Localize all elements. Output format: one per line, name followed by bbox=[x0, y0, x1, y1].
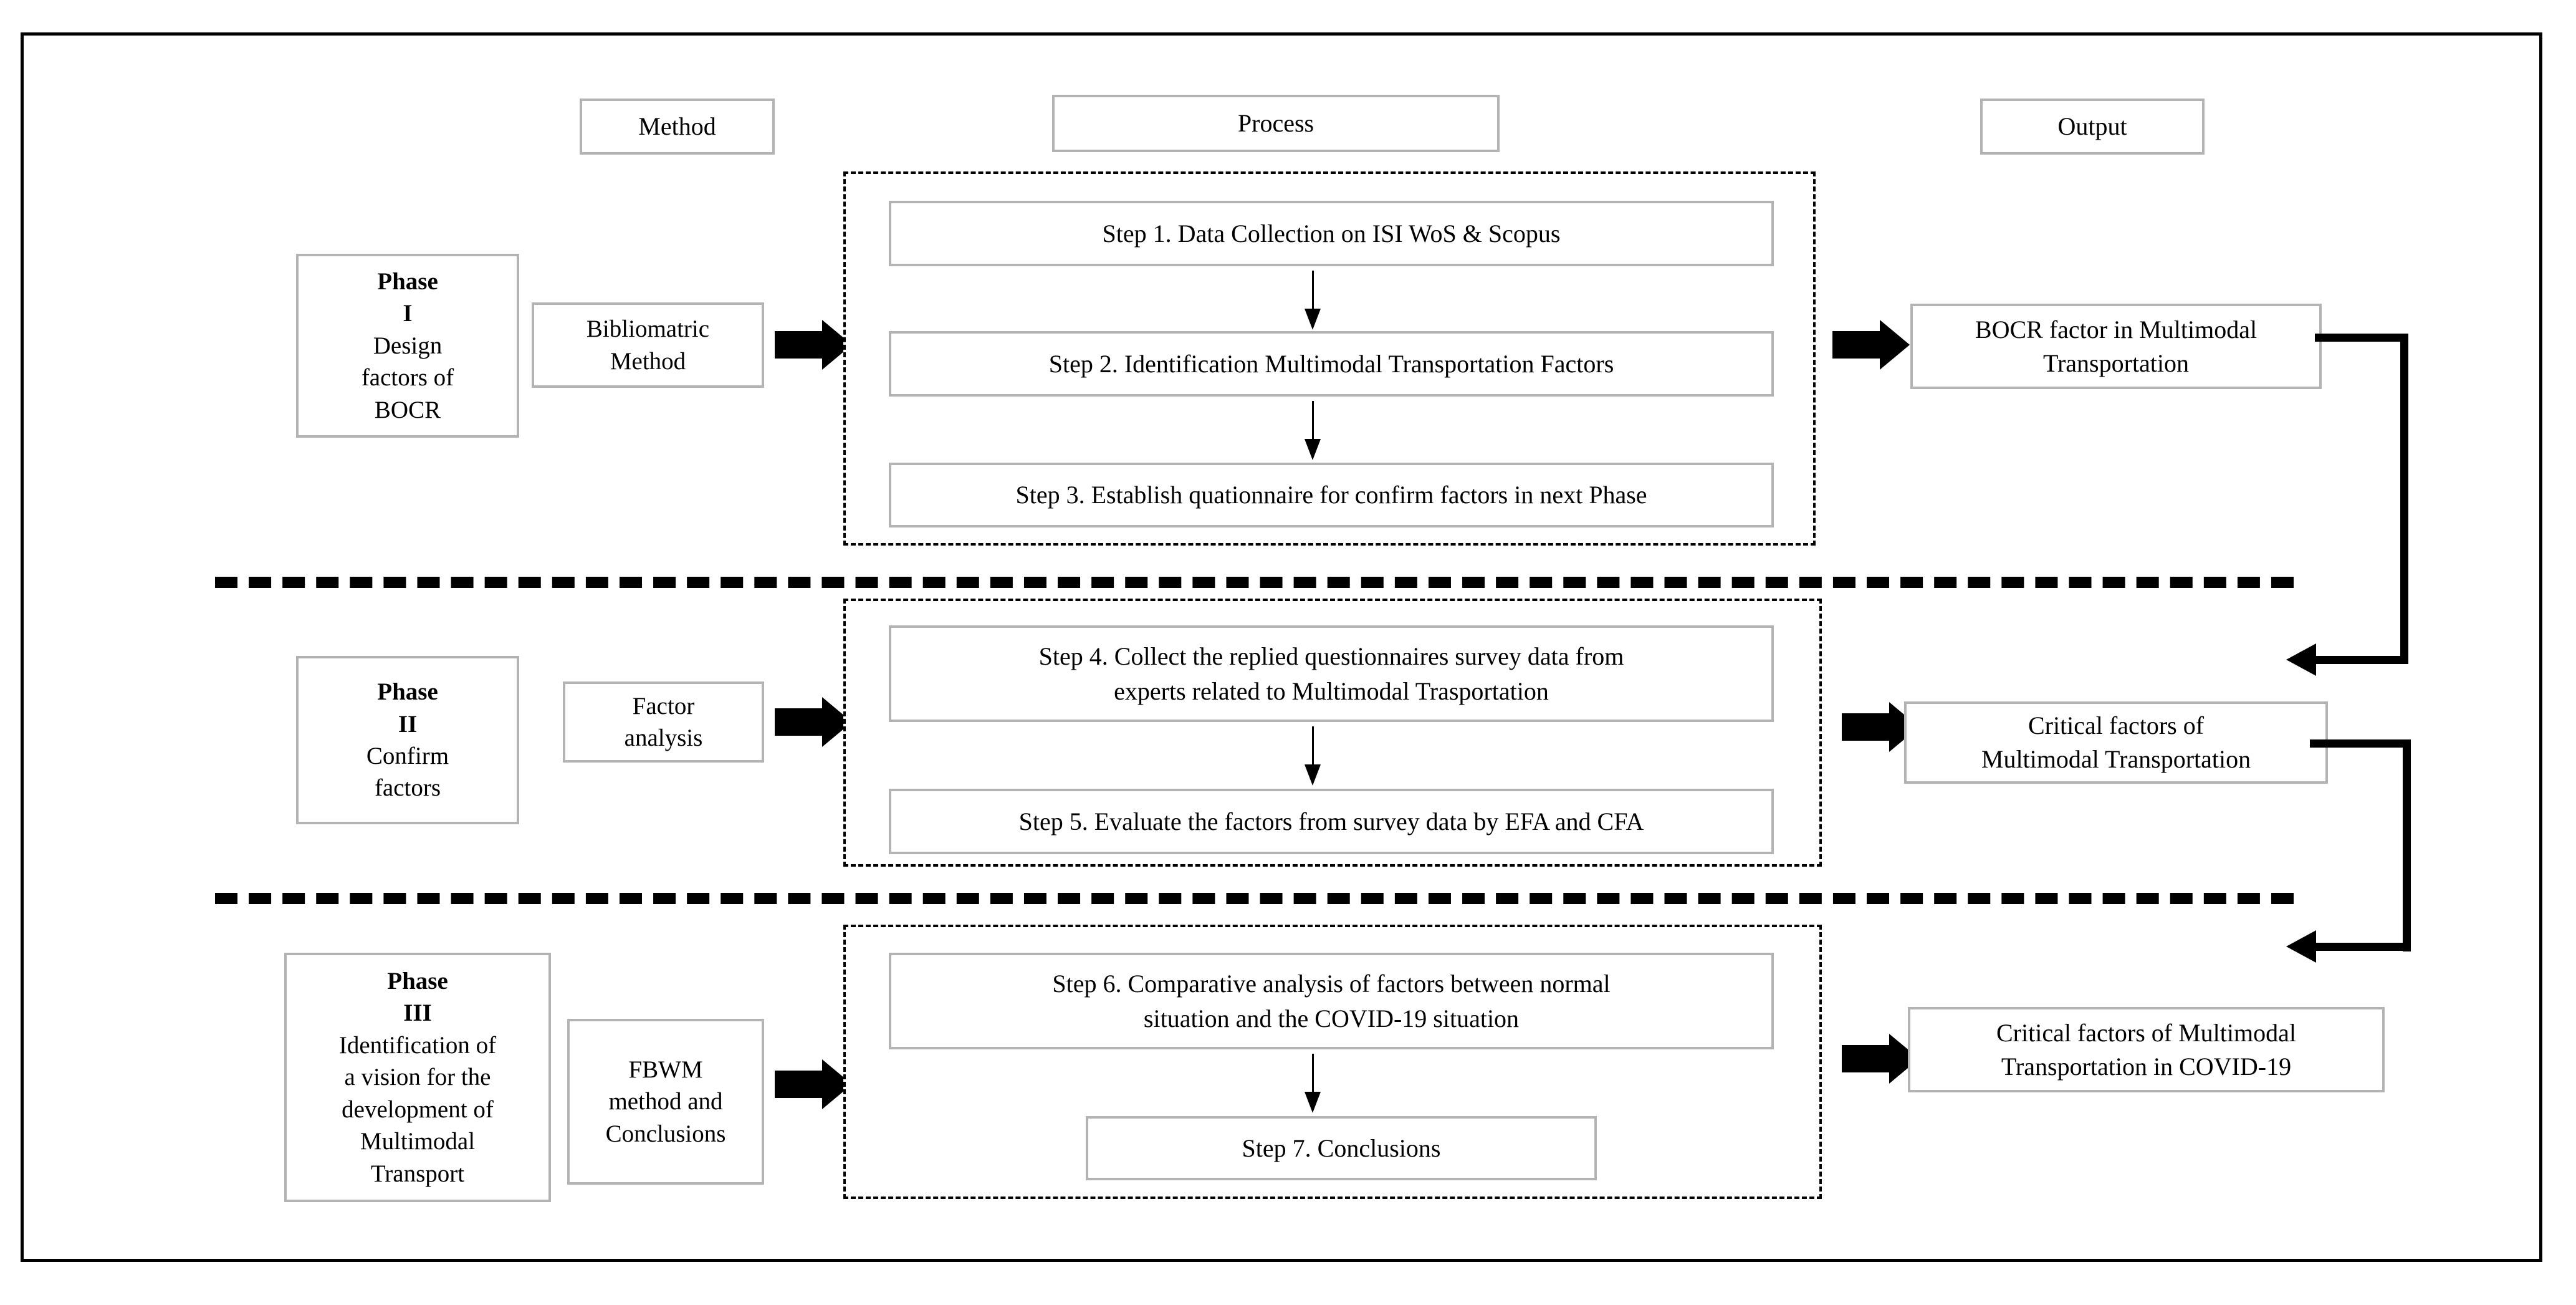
phase-2-numeral: II bbox=[398, 710, 418, 738]
column-header-process: Process bbox=[1052, 95, 1500, 152]
method-box-2: Factor analysis bbox=[563, 681, 764, 763]
block-arrow-method-to-process-3 bbox=[775, 1057, 852, 1111]
feedback-connector-1-top bbox=[2315, 334, 2408, 342]
feedback-connector-2-bottom bbox=[2315, 943, 2411, 951]
step-box-4: Step 4. Collect the replied questionnair… bbox=[889, 625, 1774, 722]
figure-outer-frame bbox=[21, 32, 2542, 1262]
output-box-1: BOCR factor in Multimodal Transportation bbox=[1910, 304, 2322, 389]
column-header-method: Method bbox=[580, 99, 775, 155]
step-arrow-1-2 bbox=[1300, 271, 1325, 330]
column-header-output: Output bbox=[1980, 99, 2205, 155]
phase-2-description: Confirm factors bbox=[366, 743, 449, 802]
feedback-arrowhead-2 bbox=[2286, 930, 2316, 963]
step-box-7: Step 7. Conclusions bbox=[1086, 1116, 1597, 1180]
step-box-2: Step 2. Identification Multimodal Transp… bbox=[889, 331, 1774, 397]
output-box-3: Critical factors of Multimodal Transport… bbox=[1908, 1007, 2385, 1092]
block-arrow-method-to-process-2 bbox=[775, 695, 852, 749]
step-box-3: Step 3. Establish quationnaire for confi… bbox=[889, 463, 1774, 527]
phase-2-title: Phase bbox=[377, 678, 438, 706]
block-arrow-process-to-output-1 bbox=[1832, 318, 1910, 372]
phase-separator-1 bbox=[215, 577, 2294, 588]
output-box-2: Critical factors of Multimodal Transport… bbox=[1904, 701, 2328, 784]
phase-box-1: Phase I Design factors of BOCR bbox=[296, 254, 519, 438]
phase-3-description: Identification of a vision for the devel… bbox=[338, 1031, 497, 1187]
step-arrow-6-7 bbox=[1300, 1054, 1325, 1113]
phase-3-numeral: III bbox=[403, 999, 432, 1027]
step-box-6: Step 6. Comparative analysis of factors … bbox=[889, 953, 1774, 1049]
feedback-connector-1-right bbox=[2400, 334, 2408, 664]
feedback-connector-2-right bbox=[2403, 739, 2411, 951]
step-box-5: Step 5. Evaluate the factors from survey… bbox=[889, 789, 1774, 854]
phase-1-numeral: I bbox=[403, 300, 413, 327]
phase-box-3: Phase III Identification of a vision for… bbox=[284, 953, 551, 1202]
phase-box-2: Phase II Confirm factors bbox=[296, 656, 519, 824]
step-box-1: Step 1. Data Collection on ISI WoS & Sco… bbox=[889, 201, 1774, 266]
method-box-3: FBWM method and Conclusions bbox=[567, 1019, 764, 1185]
method-box-1: Bibliomatric Method bbox=[532, 302, 764, 388]
step-arrow-2-3 bbox=[1300, 401, 1325, 460]
phase-separator-2 bbox=[215, 893, 2294, 904]
block-arrow-method-to-process-1 bbox=[775, 318, 852, 372]
phase-1-title: Phase bbox=[377, 267, 438, 295]
step-arrow-4-5 bbox=[1300, 726, 1325, 786]
phase-3-title: Phase bbox=[387, 967, 448, 994]
feedback-connector-2-top bbox=[2310, 739, 2410, 748]
feedback-arrowhead-1 bbox=[2286, 643, 2316, 676]
feedback-connector-1-bottom bbox=[2315, 656, 2408, 664]
phase-1-description: Design factors of BOCR bbox=[361, 332, 454, 423]
